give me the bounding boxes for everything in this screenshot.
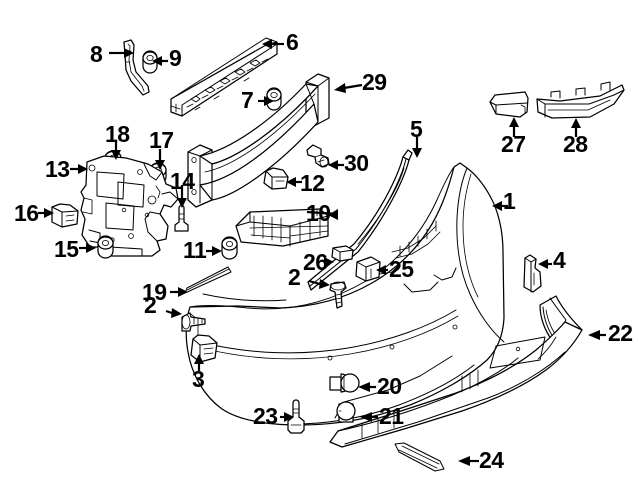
part-bracket-lower-left <box>190 334 218 363</box>
callout-label-3: 3 <box>192 366 205 392</box>
callout-label-15: 15 <box>54 236 79 262</box>
part-screw-upper <box>306 144 330 168</box>
part-nut-upper <box>266 87 282 111</box>
part-thin-molding-strip <box>184 266 232 294</box>
callout-label-14: 14 <box>170 168 195 194</box>
callout-label-13: 13 <box>45 156 70 182</box>
part-bolt-lower <box>287 399 305 434</box>
part-sensor-retainer-ring <box>336 401 356 423</box>
callout-label-9: 9 <box>169 45 182 71</box>
part-upper-trim-molding <box>307 149 413 291</box>
part-bracket-small-right <box>355 256 381 282</box>
callout-label-16: 16 <box>14 200 39 226</box>
part-clip-right <box>523 254 542 293</box>
part-nut-lower-center <box>221 236 238 260</box>
callout-label-19: 19 <box>142 279 167 305</box>
callout-label-12: 12 <box>300 170 325 196</box>
part-trim-cap-small <box>489 91 529 118</box>
callout-label-4: 4 <box>553 247 566 273</box>
callout-label-5: 5 <box>410 116 423 142</box>
callout-label-29: 29 <box>362 69 387 95</box>
part-rear-bumper-cover <box>185 162 505 426</box>
part-screw-bolt-center <box>329 281 347 309</box>
callout-label-24: 24 <box>479 447 504 473</box>
part-nut-lower-left <box>97 235 114 259</box>
part-small-clip-upper <box>263 167 289 190</box>
callout-label-28: 28 <box>563 131 588 157</box>
part-side-clip-left <box>51 203 79 228</box>
callout-label-7: 7 <box>241 87 254 113</box>
callout-label-17: 17 <box>149 127 174 153</box>
callout-label-2a: 2 <box>144 292 157 318</box>
part-bracket-small-center <box>331 245 354 262</box>
part-mesh-bracket <box>235 208 329 247</box>
leader-lines <box>38 39 606 466</box>
callout-label-26: 26 <box>303 249 328 275</box>
callout-label-27: 27 <box>501 131 526 157</box>
part-impact-bar <box>187 73 330 208</box>
part-pin-fastener <box>174 204 189 232</box>
part-lower-valance-right <box>329 295 583 448</box>
callout-label-6: 6 <box>286 29 299 55</box>
part-reinforcement-bracket <box>80 155 179 257</box>
callout-label-23: 23 <box>253 403 278 429</box>
part-energy-absorber <box>170 37 278 117</box>
part-park-sensor <box>329 373 360 393</box>
callout-label-10: 10 <box>306 200 331 226</box>
callout-label-20: 20 <box>377 373 402 399</box>
callout-label-2b: 2 <box>288 264 301 290</box>
callout-label-21: 21 <box>379 403 404 429</box>
callout-label-1: 1 <box>503 188 516 214</box>
callout-label-8: 8 <box>90 41 103 67</box>
callout-label-30: 30 <box>344 150 369 176</box>
part-trim-molding-long <box>536 81 625 119</box>
callout-label-18: 18 <box>105 121 130 147</box>
part-lower-trim-strip <box>394 442 445 472</box>
callout-label-25: 25 <box>389 256 414 282</box>
callout-label-11: 11 <box>183 237 207 263</box>
callout-label-22: 22 <box>608 320 633 346</box>
part-screw-bolt-left <box>181 312 206 332</box>
